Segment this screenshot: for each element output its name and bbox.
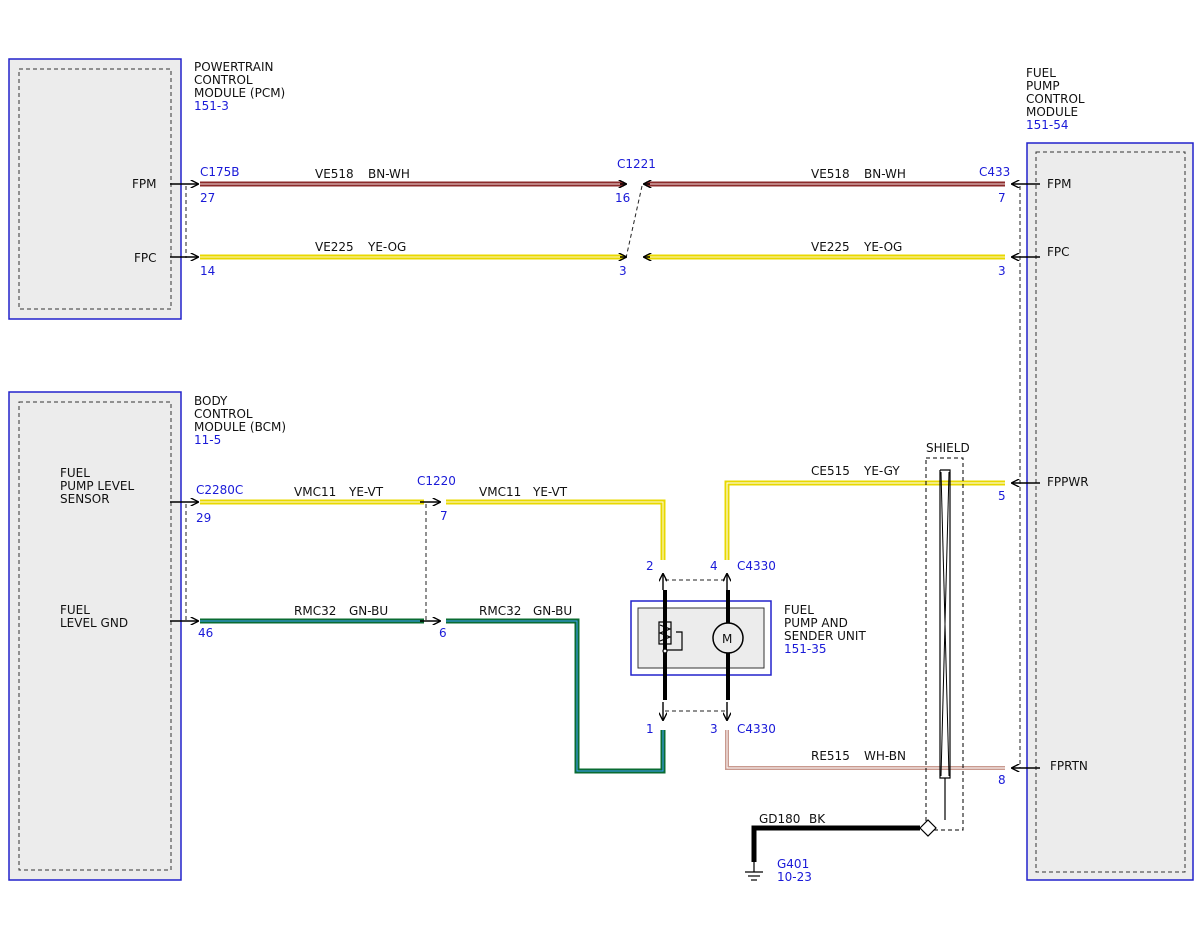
circuit-fppwr-color: YE-GY xyxy=(863,464,900,478)
circuit-fpc-a-id: VE225 xyxy=(315,240,354,254)
svg-text:PUMP AND: PUMP AND xyxy=(784,616,848,630)
svg-text:MODULE (PCM): MODULE (PCM) xyxy=(194,86,285,100)
fpcm-pin-fpm: FPM xyxy=(1047,177,1072,191)
pcm-pin-fpm: FPM xyxy=(132,177,157,191)
wire-rmc32-right xyxy=(446,618,666,774)
svg-text:151-54: 151-54 xyxy=(1026,118,1069,132)
pin-29: 29 xyxy=(196,511,211,525)
circuit-fprtn-color: WH-BN xyxy=(864,749,906,763)
circuit-ground-id: GD180 xyxy=(759,812,800,826)
connector-c1221: C1221 xyxy=(617,157,656,171)
pin-6: 6 xyxy=(439,626,447,640)
fpcm-pin-fppwr: FPPWR xyxy=(1047,475,1089,489)
bcm-module xyxy=(8,391,182,881)
bcm-pin-gnd-1: FUEL xyxy=(60,603,90,617)
fpcm-label: FUEL PUMP CONTROL MODULE 151-54 xyxy=(1026,66,1085,132)
ground-ref: 10-23 xyxy=(777,870,812,884)
bcm-label: BODY CONTROL MODULE (BCM) 11-5 xyxy=(194,394,286,447)
wire-gd180 xyxy=(751,825,920,862)
ground-name: G401 xyxy=(777,857,809,871)
pin-46: 46 xyxy=(198,626,213,640)
level-sender-resistor-icon xyxy=(658,621,683,654)
connector-c2280c: C2280C xyxy=(196,483,243,497)
circuit-sensor-a-color: YE-VT xyxy=(348,485,384,499)
pin-5: 5 xyxy=(998,489,1006,503)
pcm-pin-fpc: FPC xyxy=(134,251,157,265)
circuit-gnd-b-id: RMC32 xyxy=(479,604,521,618)
bcm-pin-sensor-1: FUEL xyxy=(60,466,90,480)
circuit-fpm-a-color: BN-WH xyxy=(368,167,410,181)
connector-c433: C433 xyxy=(979,165,1010,179)
circuit-fppwr-id: CE515 xyxy=(811,464,850,478)
svg-text:POWERTRAIN: POWERTRAIN xyxy=(194,60,274,74)
ground-icon xyxy=(745,862,763,881)
wire-re515 xyxy=(725,730,1005,770)
circuit-fpm-b-color: BN-WH xyxy=(864,167,906,181)
circuit-gnd-a-color: GN-BU xyxy=(349,604,388,618)
pcm-label: POWERTRAIN CONTROL MODULE (PCM) 151-3 xyxy=(194,60,285,113)
fuel-pump-sender-unit xyxy=(630,600,772,676)
connector-c1220: C1220 xyxy=(417,474,456,488)
svg-text:CONTROL: CONTROL xyxy=(194,407,253,421)
shield-icon xyxy=(919,457,964,837)
connector-c4330-bottom: C4330 xyxy=(737,722,776,736)
wire-vmc11-right xyxy=(446,499,666,560)
pin-3-c1221: 3 xyxy=(619,264,627,278)
circuit-sensor-a-id: VMC11 xyxy=(294,485,336,499)
fuel-pump-control-module xyxy=(1026,142,1194,881)
wire-ce515 xyxy=(724,480,1005,560)
fpcm-pin-fpc: FPC xyxy=(1047,245,1070,259)
pin-4: 4 xyxy=(710,559,718,573)
pin-7-c433: 7 xyxy=(998,191,1006,205)
svg-text:151-3: 151-3 xyxy=(194,99,229,113)
connector-dash-links xyxy=(185,185,1021,768)
circuit-gnd-a-id: RMC32 xyxy=(294,604,336,618)
pin-arrows xyxy=(170,184,1040,768)
circuit-fpc-b-color: YE-OG xyxy=(863,240,902,254)
circuit-fpc-a-color: YE-OG xyxy=(367,240,406,254)
svg-text:MODULE: MODULE xyxy=(1026,105,1078,119)
fpcm-pin-fprtn: FPRTN xyxy=(1050,759,1088,773)
connector-c175b: C175B xyxy=(200,165,240,179)
svg-text:BODY: BODY xyxy=(194,394,228,408)
bcm-pin-gnd-2: LEVEL GND xyxy=(60,616,128,630)
svg-text:CONTROL: CONTROL xyxy=(1026,92,1085,106)
circuit-gnd-b-color: GN-BU xyxy=(533,604,572,618)
shield-label: SHIELD xyxy=(926,441,970,455)
pin-14: 14 xyxy=(200,264,215,278)
svg-text:151-35: 151-35 xyxy=(784,642,827,656)
svg-text:FUEL: FUEL xyxy=(784,603,814,617)
circuit-ground-color: BK xyxy=(809,812,826,826)
circuit-fpm-b-id: VE518 xyxy=(811,167,850,181)
bcm-pin-sensor-2: PUMP LEVEL xyxy=(60,479,134,493)
circuit-sensor-b-color: YE-VT xyxy=(532,485,568,499)
pin-16: 16 xyxy=(615,191,630,205)
pin-8: 8 xyxy=(998,773,1006,787)
svg-text:CONTROL: CONTROL xyxy=(194,73,253,87)
pump-label: FUEL PUMP AND SENDER UNIT 151-35 xyxy=(784,603,866,656)
svg-text:MODULE (BCM): MODULE (BCM) xyxy=(194,420,286,434)
svg-text:FUEL: FUEL xyxy=(1026,66,1056,80)
bcm-pin-sensor-3: SENSOR xyxy=(60,492,110,506)
connector-c4330-top: C4330 xyxy=(737,559,776,573)
svg-text:11-5: 11-5 xyxy=(194,433,221,447)
circuit-fpm-a-id: VE518 xyxy=(315,167,354,181)
pin-3-c4330: 3 xyxy=(710,722,718,736)
pin-1: 1 xyxy=(646,722,654,736)
svg-text:M: M xyxy=(722,632,732,646)
svg-text:PUMP: PUMP xyxy=(1026,79,1060,93)
pin-2: 2 xyxy=(646,559,654,573)
circuit-fpc-b-id: VE225 xyxy=(811,240,850,254)
svg-text:SENDER UNIT: SENDER UNIT xyxy=(784,629,866,643)
pin-3-c433: 3 xyxy=(998,264,1006,278)
pcm-module xyxy=(8,58,182,320)
pin-27: 27 xyxy=(200,191,215,205)
circuit-fprtn-id: RE515 xyxy=(811,749,850,763)
fuel-pump-motor-icon: M xyxy=(712,614,744,662)
circuit-sensor-b-id: VMC11 xyxy=(479,485,521,499)
pin-7-c1220: 7 xyxy=(440,509,448,523)
